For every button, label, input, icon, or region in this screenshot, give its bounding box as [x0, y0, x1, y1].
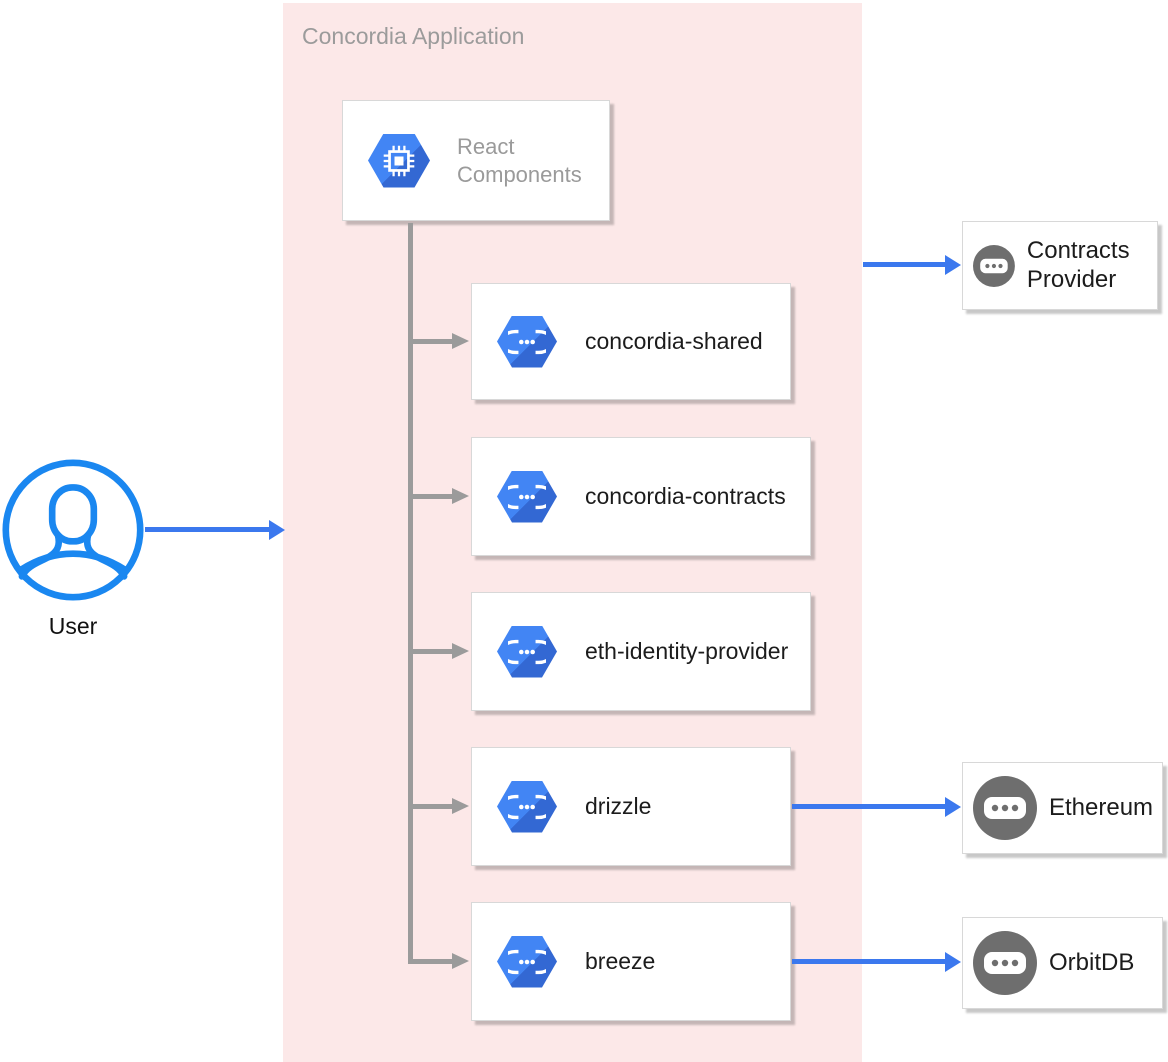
react-components-label: React Components [457, 133, 582, 187]
external-label: OrbitDB [1049, 948, 1135, 976]
node-concordia-shared: concordia-shared [471, 283, 791, 400]
branch-line-drizzle [408, 804, 452, 809]
arrow-app-to-contracts-provider [863, 262, 945, 267]
external-label: Contracts Provider [1026, 237, 1130, 293]
node-contracts-provider: Contracts Provider [962, 221, 1158, 310]
node-orbitdb: OrbitDB [962, 917, 1163, 1009]
branch-line-breeze [408, 959, 452, 964]
node-react-components: React Components [342, 100, 610, 221]
branch-arrowhead-eth-identity-provider [452, 643, 469, 659]
arrowhead-drizzle-to-ethereum [945, 797, 961, 817]
node-ethereum: Ethereum [962, 762, 1163, 854]
branch-arrowhead-drizzle [452, 798, 469, 814]
arrow-breeze-to-orbitdb [792, 959, 945, 964]
module-label: concordia-shared [585, 328, 763, 354]
arrowhead-breeze-to-orbitdb [945, 952, 961, 972]
module-label: concordia-contracts [585, 483, 786, 509]
branch-arrowhead-breeze [452, 953, 469, 969]
tree-trunk-line [408, 223, 413, 962]
service-dots-icon [973, 931, 1037, 995]
cloud-functions-icon [497, 625, 557, 678]
user-label: User [48, 613, 98, 639]
branch-line-concordia-contracts [408, 494, 452, 499]
node-concordia-contracts: concordia-contracts [471, 437, 811, 556]
external-label: Ethereum [1049, 793, 1154, 821]
node-drizzle: drizzle [471, 747, 791, 866]
cloud-functions-icon [497, 315, 557, 368]
arrowhead-app-to-contracts-provider [945, 255, 961, 275]
node-eth-identity-provider: eth-identity-provider [471, 592, 811, 711]
branch-line-concordia-shared [408, 339, 452, 344]
module-label: drizzle [585, 793, 652, 819]
container-title: Concordia Application [302, 23, 525, 49]
arrow-user-to-application [145, 527, 269, 532]
arrow-drizzle-to-ethereum [792, 804, 945, 809]
service-dots-icon [973, 244, 1015, 287]
branch-line-eth-identity-provider [408, 649, 452, 654]
branch-arrowhead-concordia-shared [452, 333, 469, 349]
compute-chip-icon [368, 133, 430, 188]
cloud-functions-icon [497, 780, 557, 833]
service-dots-icon [973, 776, 1037, 840]
module-label: breeze [585, 948, 656, 974]
cloud-functions-icon [497, 470, 557, 523]
user-icon [2, 459, 144, 601]
branch-arrowhead-concordia-contracts [452, 488, 469, 504]
module-label: eth-identity-provider [585, 638, 789, 664]
cloud-functions-icon [497, 935, 557, 988]
arrowhead-user-to-application [269, 520, 285, 540]
node-breeze: breeze [471, 902, 791, 1021]
